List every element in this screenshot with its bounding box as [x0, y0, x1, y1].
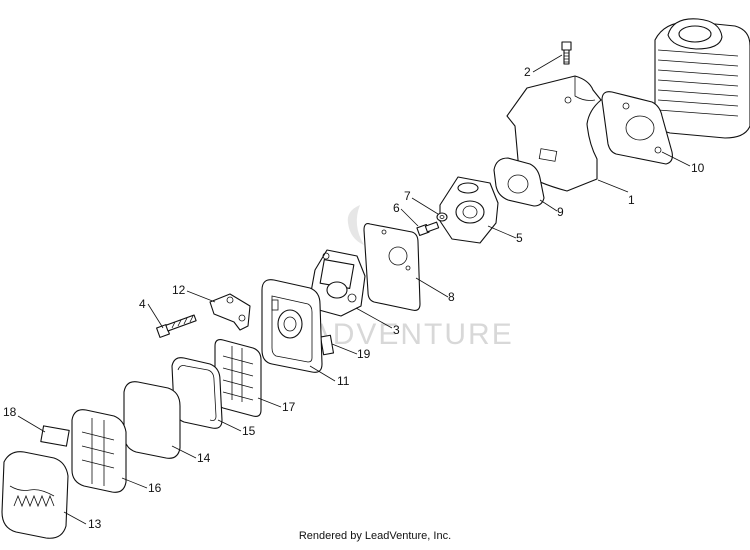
part-insulator-5 — [439, 176, 499, 244]
callout-6: 6 — [393, 201, 400, 215]
part-bracket-12 — [209, 293, 251, 331]
part-filter-15 — [171, 357, 223, 429]
part-cylinder-gasket — [601, 91, 673, 165]
part-bolt-6 — [416, 221, 440, 237]
part-pad-19 — [319, 334, 335, 356]
part-filter-base-11 — [261, 279, 323, 373]
part-carburetor — [310, 249, 366, 317]
leader-lines — [17, 54, 691, 525]
part-bolt-4 — [156, 314, 197, 338]
callout-7: 7 — [404, 189, 411, 203]
part-screw-2 — [561, 41, 572, 65]
part-gasket-8 — [363, 223, 421, 311]
callout-19: 19 — [357, 347, 371, 361]
callout-2: 2 — [524, 65, 531, 79]
callout-9: 9 — [557, 205, 564, 219]
render-credit: Rendered by LeadVenture, Inc. — [298, 530, 452, 542]
callout-8: 8 — [448, 290, 455, 304]
part-label-18 — [40, 425, 70, 447]
callout-3: 3 — [393, 323, 400, 337]
part-washer-7 — [436, 212, 448, 222]
callout-1: 1 — [628, 193, 635, 207]
part-grid-16 — [71, 409, 127, 493]
callout-14: 14 — [197, 451, 211, 465]
callout-16: 16 — [148, 481, 162, 495]
callout-10: 10 — [691, 161, 705, 175]
part-filter-14 — [123, 381, 181, 459]
callout-5: 5 — [516, 231, 523, 245]
callout-13: 13 — [88, 517, 102, 531]
callouts: 1 2 3 4 5 6 7 8 9 10 11 12 13 14 15 16 1… — [3, 65, 705, 531]
callout-18: 18 — [3, 405, 17, 419]
part-gasket-9 — [493, 157, 545, 207]
callout-17: 17 — [282, 400, 296, 414]
part-filter-grid-17 — [214, 339, 262, 417]
part-cylinder — [654, 18, 750, 139]
callout-4: 4 — [139, 297, 146, 311]
callout-15: 15 — [242, 424, 256, 438]
part-cover-13 — [1, 451, 69, 539]
callout-12: 12 — [172, 283, 186, 297]
callout-11: 11 — [337, 374, 350, 388]
